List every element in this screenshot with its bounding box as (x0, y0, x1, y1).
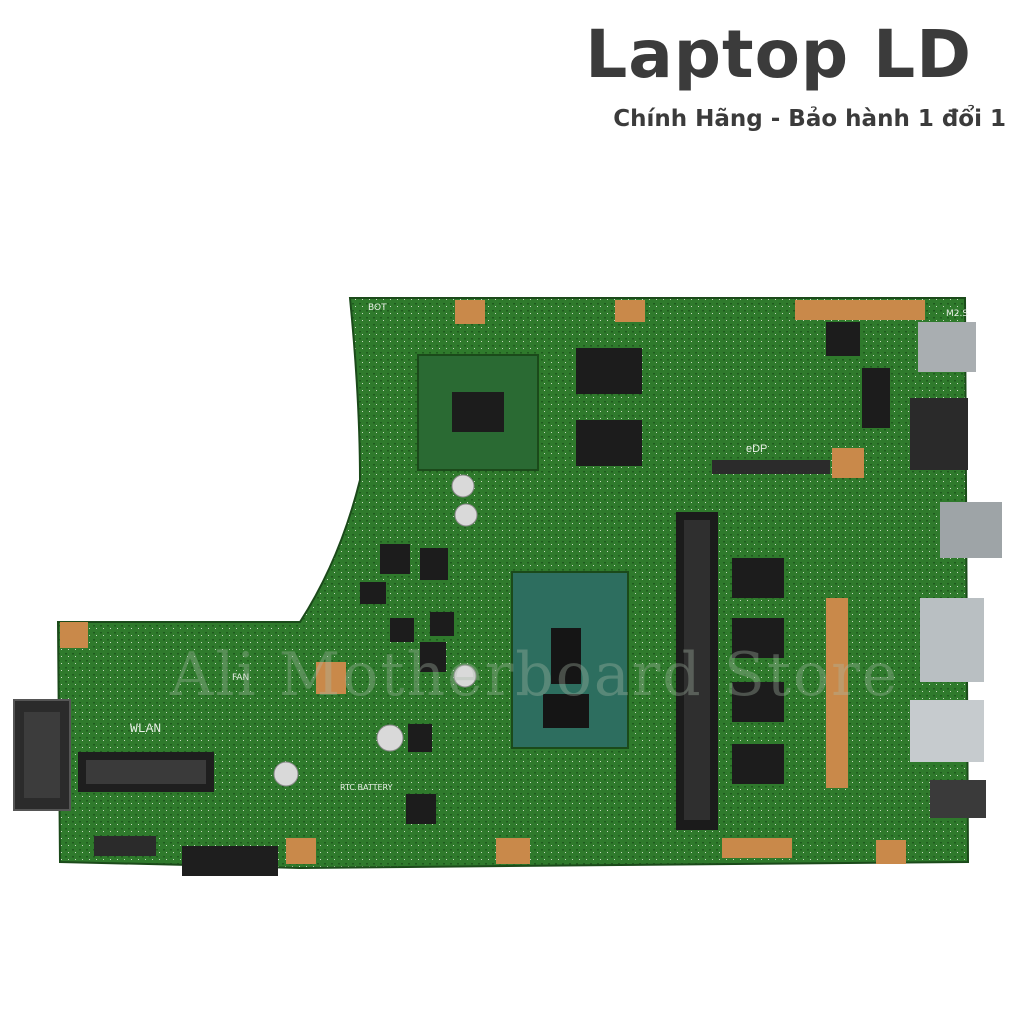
vram-chip (576, 348, 642, 394)
battery-connector (182, 846, 278, 876)
lan-port (910, 398, 968, 470)
ram-chip (732, 682, 784, 722)
edp-connector (712, 460, 830, 474)
ram-chip (732, 744, 784, 784)
watermark: Ali Motherboard Store (170, 640, 900, 710)
pch-die (543, 694, 589, 728)
dc-jack (918, 322, 976, 372)
rtc-label: RTC BATTERY (340, 783, 393, 792)
hdmi-port (940, 502, 1002, 558)
gpu-chip (452, 392, 504, 432)
fan-label: FAN (232, 673, 249, 683)
brand-title: Laptop LD (585, 16, 972, 93)
vram-chip (576, 420, 642, 466)
brand-subtitle: Chính Hãng - Bảo hành 1 đổi 1 (613, 106, 1006, 132)
usb-port (910, 700, 984, 762)
cpu-die (551, 628, 581, 684)
usb-port (920, 598, 984, 682)
bot-label: BOT (368, 303, 387, 313)
wlan-label: WLAN (130, 721, 161, 736)
audio-jack (930, 780, 986, 818)
ram-chip (732, 558, 784, 598)
ram-chip (732, 618, 784, 658)
edp-label: eDP (746, 443, 767, 455)
m2-label: M2.S (946, 309, 968, 319)
fpc-connector (94, 836, 156, 856)
